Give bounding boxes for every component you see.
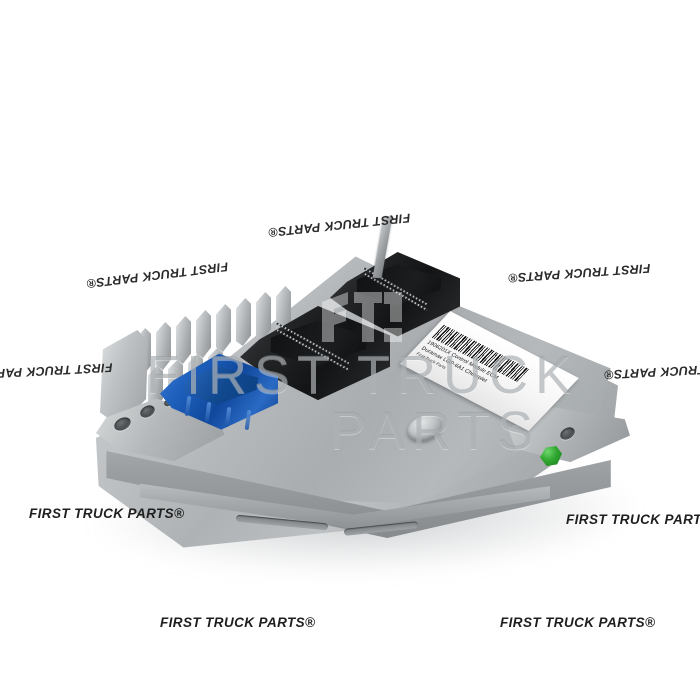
heatsink-fin bbox=[276, 286, 291, 334]
watermark-bottom-left: FIRST TRUCK PARTS® bbox=[29, 506, 185, 521]
heatsink-fin bbox=[256, 292, 271, 340]
watermark-footer-right: FIRST TRUCK PARTS® bbox=[500, 615, 656, 630]
brand-wordmark-line-2: PARTS bbox=[330, 401, 541, 461]
heatsink-fin bbox=[196, 310, 211, 358]
watermark-footer-left: FIRST TRUCK PARTS® bbox=[160, 615, 316, 630]
brand-wordmark-line-1: FIRST TRUCK bbox=[146, 345, 579, 405]
watermark-bottom-right: FIRST TRUCK PARTS® bbox=[566, 512, 700, 527]
heatsink-fin bbox=[148, 366, 163, 408]
green-retaining-clip bbox=[540, 446, 562, 466]
heatsink-fin bbox=[236, 298, 251, 346]
ftp-logo-icon bbox=[322, 292, 402, 342]
blue-connector bbox=[160, 352, 278, 432]
heatsink-fin bbox=[156, 322, 171, 370]
heatsink-fin bbox=[216, 304, 231, 352]
heatsink-fin bbox=[176, 316, 191, 364]
